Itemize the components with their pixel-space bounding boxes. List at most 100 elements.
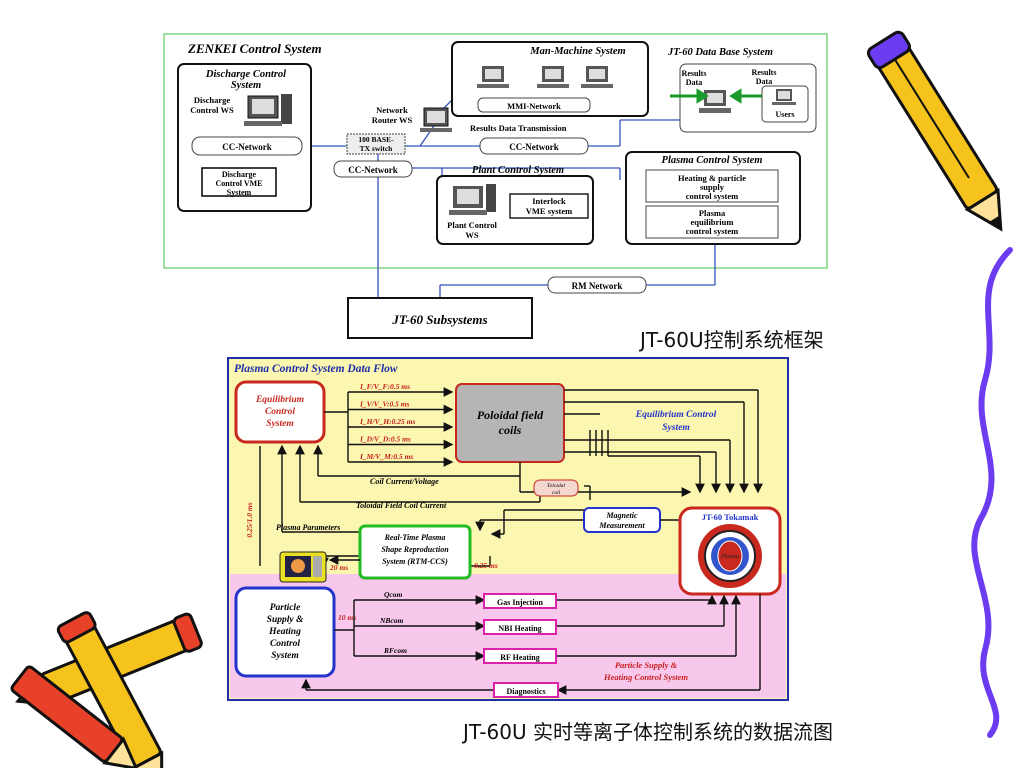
rf-heating-box: [483, 648, 557, 664]
svg-text:supply: supply: [700, 182, 725, 192]
svg-text:Plasma: Plasma: [720, 554, 739, 560]
svg-text:Control: Control: [265, 407, 295, 417]
svg-text:NBcom: NBcom: [379, 616, 403, 625]
svg-text:Discharge: Discharge: [222, 170, 257, 179]
users-computer-icon: [772, 89, 796, 105]
svg-text:equilibrium: equilibrium: [691, 217, 734, 227]
svg-text:Data: Data: [686, 78, 702, 87]
svg-text:control system: control system: [686, 191, 739, 201]
db-title: JT-60 Data Base System: [667, 47, 773, 58]
svg-text:Particle: Particle: [270, 603, 301, 613]
svg-text:System: System: [266, 419, 293, 429]
heating-box: [645, 169, 779, 203]
signal-arrows: I_F/V_F:0.5 msI_V/V_V:0.5 msI_H/V_H:0.25…: [324, 382, 454, 467]
svg-text:Qcom: Qcom: [384, 590, 402, 599]
svg-text:RF Heating: RF Heating: [500, 653, 539, 662]
db-computer-icon: [699, 90, 731, 113]
svg-text:Magnetic: Magnetic: [605, 511, 638, 520]
pencil-icon-4: [10, 665, 139, 768]
svg-text:JT-60 Subsystems: JT-60 Subsystems: [391, 312, 487, 327]
svg-text:Control WS: Control WS: [190, 105, 234, 115]
svg-text:Plasma: Plasma: [699, 208, 726, 218]
coil-cv-label: Coil Current/Voltage: [370, 477, 439, 486]
eq-control-label: Equilibrium Control: [635, 410, 717, 420]
svg-text:Plasma Control System: Plasma Control System: [662, 155, 763, 166]
equilibrium-box: [645, 205, 779, 239]
results-transmission-label: Results Data Transmission: [470, 123, 567, 133]
svg-text:Router WS: Router WS: [372, 115, 413, 125]
svg-text:Diagnostics: Diagnostics: [506, 687, 545, 696]
svg-text:Plant Control: Plant Control: [447, 220, 497, 230]
plasma-params-label: Plasma Parameters: [276, 523, 340, 532]
signal-label: I_H/V_H:0.25 ms: [359, 417, 416, 426]
caption-top: JT-60U控制系统框架: [640, 328, 824, 352]
svg-text:Gas Injection: Gas Injection: [497, 598, 544, 607]
plant-computer-icon: [449, 184, 496, 215]
psh-box: [234, 586, 336, 678]
svg-text:JT-60 Tokamak: JT-60 Tokamak: [702, 512, 759, 522]
svg-text:Users: Users: [775, 110, 794, 119]
cc-network-pill-2: [333, 160, 413, 178]
nbi-heating-box: [483, 619, 557, 635]
svg-text:coils: coils: [499, 423, 522, 437]
svg-text:RM Network: RM Network: [572, 281, 623, 291]
monitor-icon: [279, 551, 327, 583]
svg-text:System: System: [271, 651, 298, 661]
heating-lines: [301, 594, 761, 695]
svg-text:Toloidal: Toloidal: [547, 483, 566, 489]
router-label: Network: [376, 105, 408, 115]
svg-text:coil: coil: [552, 490, 561, 496]
svg-text:Poloidal field: Poloidal field: [477, 408, 544, 422]
discharge-vme-box: [201, 167, 277, 197]
svg-text:Heating Control System: Heating Control System: [603, 672, 688, 682]
svg-text:control system: control system: [686, 226, 739, 236]
svg-text:System: System: [662, 423, 689, 433]
svg-text:Equilibrium: Equilibrium: [255, 395, 304, 405]
t025-label: 0.25 ms: [474, 561, 498, 570]
computer-icon: [244, 94, 292, 126]
green-arrows: [670, 88, 764, 104]
tokamak-icon: Plasma: [698, 524, 762, 588]
poloidal-box: [455, 383, 565, 463]
cc-network-pill-3: [479, 137, 589, 155]
squiggle-decoration: [971, 247, 1013, 738]
svg-text:Measurement: Measurement: [598, 521, 645, 530]
side-time-label: 0.25/1.0 ms: [245, 502, 254, 537]
svg-text:TX switch: TX switch: [360, 144, 394, 153]
cc-network-label: CC-Network: [222, 142, 272, 152]
zenkei-title: ZENKEI Control System: [187, 41, 322, 56]
svg-text:CC-Network: CC-Network: [348, 165, 398, 175]
router-computer-icon: [420, 107, 452, 132]
feedback-lines: [259, 444, 591, 568]
svg-text:WS: WS: [465, 230, 479, 240]
toroidal-current-label: Toloidal Field Coil Current: [356, 501, 447, 510]
poloidal-outputs: [519, 389, 763, 497]
svg-text:System (RTM-CCS): System (RTM-CCS): [382, 557, 448, 566]
t20-label: 20 ms: [329, 563, 348, 572]
svg-text:NBI Heating: NBI Heating: [498, 624, 541, 633]
svg-text:VME system: VME system: [526, 206, 573, 216]
svg-text:100 BASE-: 100 BASE-: [358, 135, 394, 144]
pencil-icon-3: [56, 611, 164, 768]
t10-label: 10 ms: [338, 613, 356, 622]
svg-text:Control: Control: [270, 639, 300, 649]
svg-text:Interlock: Interlock: [532, 196, 566, 206]
signal-label: I_M/V_M:0.5 ms: [359, 452, 413, 461]
svg-text:RFcom: RFcom: [383, 646, 407, 655]
svg-text:Heating & particle: Heating & particle: [678, 173, 746, 183]
svg-text:Plant Control System: Plant Control System: [472, 165, 564, 176]
signal-label: I_F/V_F:0.5 ms: [359, 382, 410, 391]
svg-text:Discharge Control: Discharge Control: [205, 69, 286, 80]
rtm-box: [358, 524, 472, 580]
mmi-network-pill: [477, 97, 591, 113]
switch-box: [346, 133, 406, 155]
svg-text:Man-Machine System: Man-Machine System: [529, 46, 625, 57]
diagnostics-box: [493, 682, 559, 698]
pencil-icon: [866, 30, 1003, 232]
svg-text:MMI-Network: MMI-Network: [507, 101, 561, 111]
rm-network-pill: [547, 276, 647, 294]
svg-text:Data: Data: [756, 77, 772, 86]
gas-injection-box: [483, 593, 557, 609]
